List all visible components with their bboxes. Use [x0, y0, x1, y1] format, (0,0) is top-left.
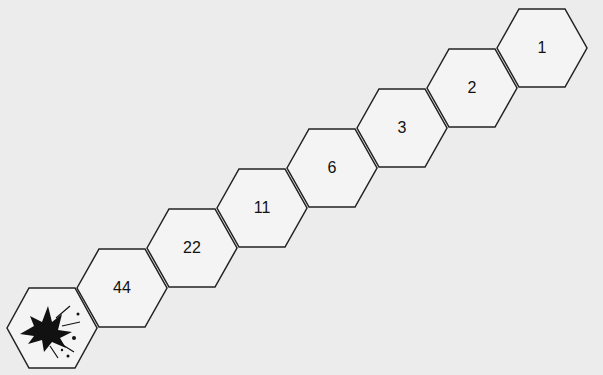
hexagon-number: 11	[254, 199, 271, 217]
hexagon-number: 44	[113, 279, 131, 297]
splat-figure	[20, 306, 80, 358]
hexagon-number: 6	[328, 159, 337, 177]
hexagon-number: 1	[538, 39, 547, 57]
hexagon-number: 3	[398, 119, 407, 137]
hexagon-number: 22	[183, 239, 201, 257]
number-hexagon: 44	[76, 248, 168, 328]
hexagon-number: 2	[468, 79, 477, 97]
